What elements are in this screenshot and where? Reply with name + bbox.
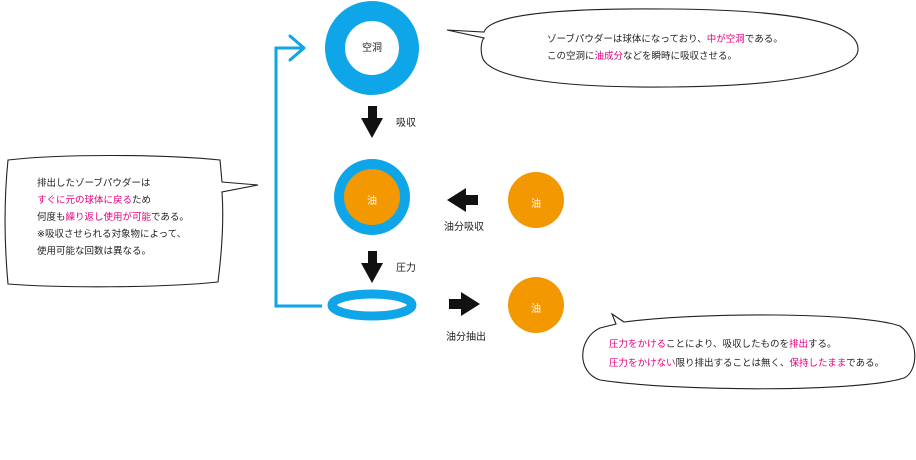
oil-drop-outgoing (508, 277, 564, 333)
arrow-down-absorb (361, 106, 383, 138)
arrow-down-pressure (361, 251, 383, 283)
hollow-sphere-label: 空洞 (362, 43, 382, 54)
bubble-bottom-line-2: 圧力をかけない限り排出することは無く、保持したままである。 (609, 358, 885, 369)
bubble-top-text: ゾーブパウダーは球体になっており、中が空洞である。 この空洞に油成分などを瞬時に… (547, 31, 783, 65)
oil-drop-outgoing-label: 油 (531, 304, 541, 315)
arrow-left-oil-absorb (447, 188, 478, 212)
bubble-left-line-3: 何度も繰り返し使用が可能である。 (37, 212, 189, 223)
arrow-right-oil-extract (449, 292, 480, 316)
oil-drop-incoming-label: 油 (531, 199, 541, 210)
return-loop-arrowhead (288, 34, 306, 62)
bubble-top-line-2: この空洞に油成分などを瞬時に吸収させる。 (547, 51, 738, 62)
bubble-bottom-text: 圧力をかけることにより、吸収したものを排出する。 圧力をかけない限り排出すること… (609, 335, 884, 373)
bubble-left-line-1: 排出したゾーブパウダーは (37, 178, 151, 189)
bubble-left-line-5: 使用可能な回数は異なる。 (37, 246, 152, 257)
bubble-left-outline (4, 154, 259, 288)
step-absorb-label: 吸収 (396, 118, 416, 129)
bubble-left-text: 排出したゾーブパウダーは すぐに元の球体に戻るため 何度も繰り返し使用が可能であ… (37, 175, 189, 260)
oil-drop-incoming (508, 172, 564, 228)
bubble-top-outline (446, 8, 859, 88)
bubble-left-line-2: すぐに元の球体に戻るため (37, 195, 152, 206)
bubble-top-line-1: ゾーブパウダーは球体になっており、中が空洞である。 (547, 34, 783, 45)
bubble-bottom-line-1: 圧力をかけることにより、吸収したものを排出する。 (609, 339, 837, 350)
compressed-sphere-ring (327, 289, 417, 321)
hollow-sphere-ring (325, 1, 419, 95)
bubble-bottom-outline (582, 312, 916, 390)
step-pressure-label: 圧力 (396, 263, 416, 274)
bubble-left-line-4: ※吸収させられる対象物によって、 (37, 229, 187, 240)
oil-core-label: 油 (367, 196, 377, 207)
oil-core (344, 169, 400, 225)
return-loop-line (274, 46, 322, 308)
step-oil-extract-label: 油分抽出 (446, 332, 486, 343)
step-oil-absorb-label: 油分吸収 (444, 222, 484, 233)
